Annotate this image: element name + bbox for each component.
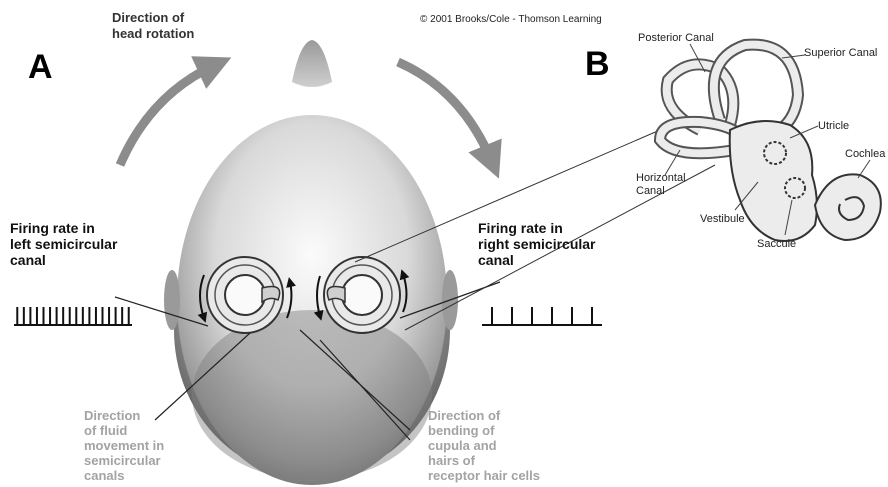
bending-label: Direction of bending of cupula and hairs… — [428, 408, 540, 483]
right-firing-label: Firing rate in right semicircular canal — [478, 220, 596, 268]
utricle-label: Utricle — [818, 120, 849, 133]
panel-b-letter: B — [585, 45, 610, 84]
vestibule-label: Vestibule — [700, 213, 745, 226]
copyright-notice: © 2001 Brooks/Cole - Thomson Learning — [420, 13, 602, 26]
saccule-label: Saccule — [757, 238, 796, 251]
posterior-canal-label: Posterior Canal — [638, 32, 714, 45]
right-firing-spike-train — [482, 307, 602, 325]
cochlea-label: Cochlea — [845, 148, 885, 161]
rotation-label: Direction of head rotation — [112, 10, 194, 42]
rotation-arrow-right — [398, 62, 492, 162]
fluid-movement-label: Direction of fluid movement in semicircu… — [84, 408, 164, 483]
inner-ear-labyrinth — [660, 45, 881, 241]
panel-a-letter: A — [28, 48, 53, 87]
rotation-arrow-left — [120, 65, 215, 165]
left-firing-spike-train — [14, 307, 132, 325]
superior-canal-label: Superior Canal — [804, 47, 877, 60]
head-illustration — [164, 40, 458, 485]
horizontal-canal-label: Horizontal Canal — [636, 172, 686, 198]
left-firing-label: Firing rate in left semicircular canal — [10, 220, 117, 268]
